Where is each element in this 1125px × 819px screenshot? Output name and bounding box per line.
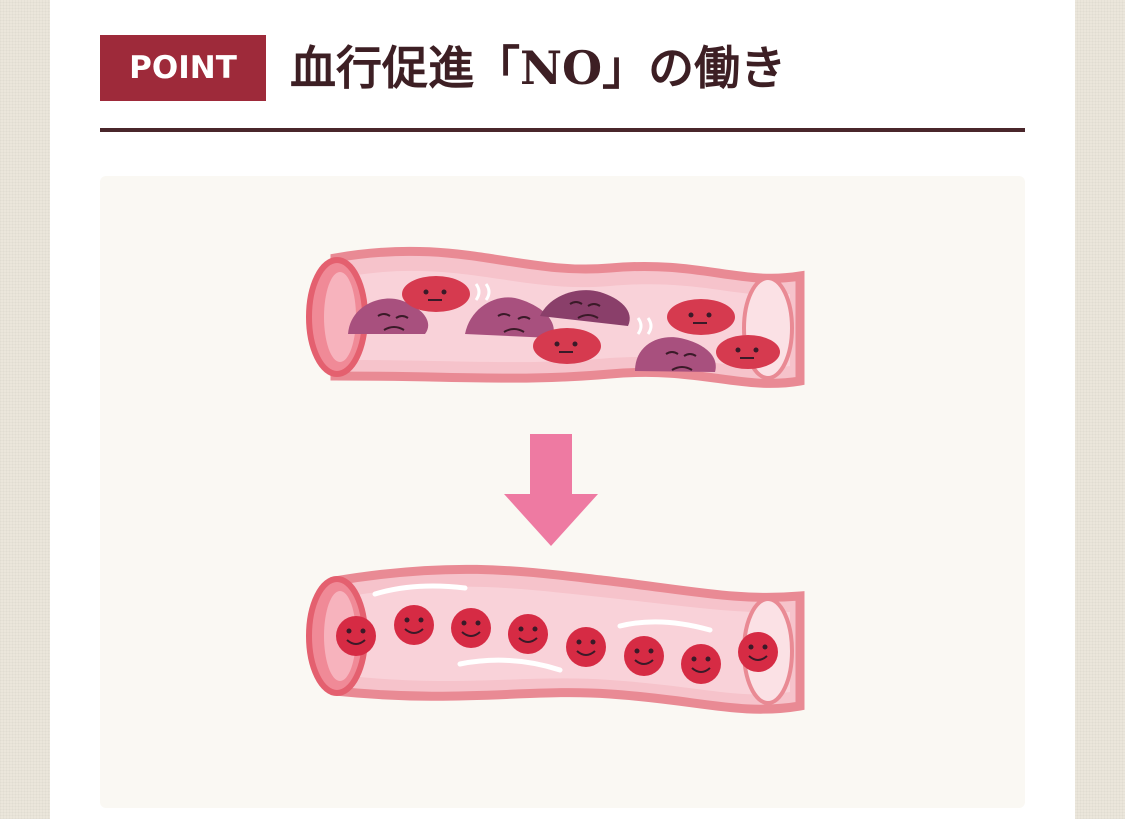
red-blood-cell (716, 335, 780, 369)
content-card: POINT 血行促進「NO」の働き (50, 0, 1075, 819)
happy-red-blood-cell (336, 616, 376, 656)
clogged-blood-vessel (306, 246, 805, 388)
red-blood-cell (533, 328, 601, 364)
blood-flow-illustration (100, 176, 1025, 808)
blood-flow-svg (306, 246, 805, 714)
sad-blood-cell (465, 297, 554, 338)
sad-blood-cell (348, 298, 429, 334)
happy-red-blood-cell (451, 608, 491, 648)
happy-red-blood-cell (566, 627, 606, 667)
title-divider (100, 128, 1025, 132)
red-blood-cell (667, 299, 735, 335)
happy-red-blood-cell (738, 632, 778, 672)
section-header: POINT 血行促進「NO」の働き (100, 35, 1025, 101)
red-blood-cell (402, 276, 470, 312)
sad-blood-cell (540, 290, 630, 326)
down-arrow-icon (504, 434, 598, 546)
happy-red-blood-cell (681, 644, 721, 684)
happy-red-blood-cell (394, 605, 434, 645)
section-title: 血行促進「NO」の働き (290, 41, 787, 95)
healthy-blood-vessel (306, 564, 805, 714)
point-badge: POINT (100, 35, 266, 101)
happy-red-blood-cell (508, 614, 548, 654)
happy-red-blood-cell (624, 636, 664, 676)
sad-blood-cell (635, 337, 716, 372)
